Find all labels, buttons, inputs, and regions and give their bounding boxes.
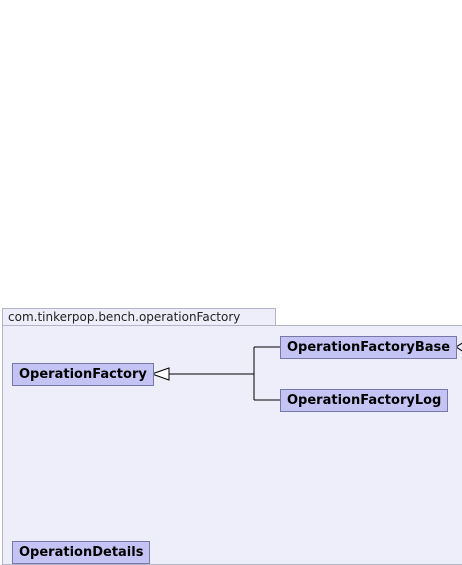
package-body [2,325,462,565]
class-name: OperationFactoryLog [287,393,442,408]
package-name: com.tinkerpop.bench.operationFactory [8,310,241,324]
class-operation-factory[interactable]: OperationFactory [12,363,154,386]
class-name: OperationFactory [19,367,147,382]
class-operation-details[interactable]: OperationDetails [12,541,151,564]
class-operation-factory-log[interactable]: OperationFactoryLog [280,389,449,412]
class-name: OperationDetails [19,545,144,560]
package-tab: com.tinkerpop.bench.operationFactory [2,308,276,325]
class-operation-factory-base[interactable]: OperationFactoryBase [280,336,458,359]
class-name: OperationFactoryBase [287,340,451,355]
